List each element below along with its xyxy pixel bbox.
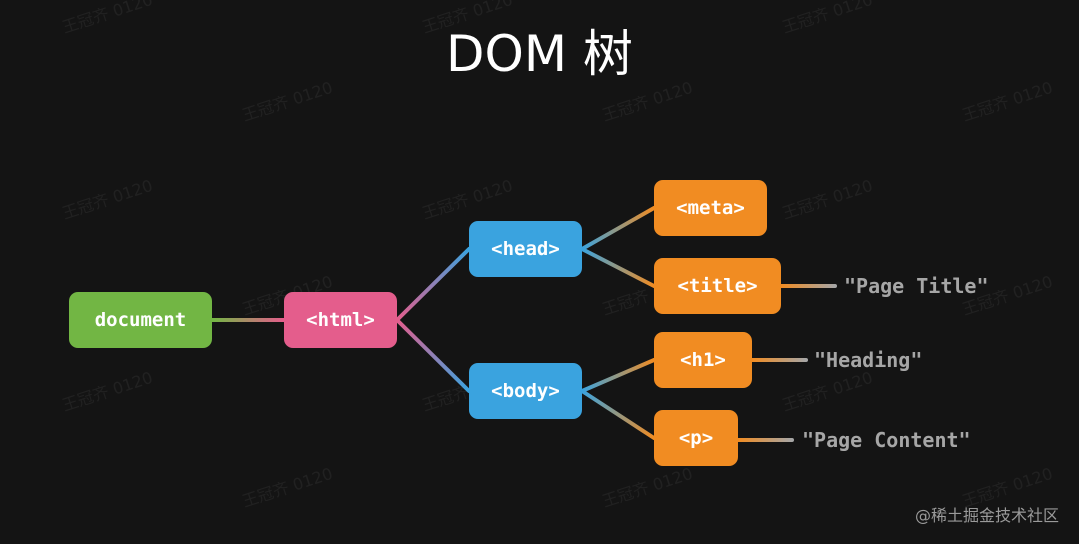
- source-credit: @稀土掘金技术社区: [914, 506, 1059, 525]
- node-meta: <meta>: [654, 180, 767, 236]
- edge-html-head: [395, 247, 471, 322]
- node-html: <html>: [284, 292, 397, 348]
- text-node-page-content: "Page Content": [802, 428, 971, 452]
- node-head: <head>: [469, 221, 582, 277]
- edge-html-body: [395, 318, 471, 393]
- node-h1: <h1>: [654, 332, 752, 388]
- edge-head-meta: [580, 206, 656, 251]
- node-p: <p>: [654, 410, 738, 466]
- text-node-heading: "Heading": [814, 348, 923, 372]
- edge-head-title: [580, 247, 656, 288]
- node-title: <title>: [654, 258, 781, 314]
- node-document: document: [69, 292, 212, 348]
- text-node-page-title: "Page Title": [844, 274, 989, 298]
- edge-body-p: [580, 389, 656, 440]
- diagram-title: DOM 树: [446, 25, 633, 83]
- node-body: <body>: [469, 363, 582, 419]
- edge-body-h1: [580, 358, 656, 393]
